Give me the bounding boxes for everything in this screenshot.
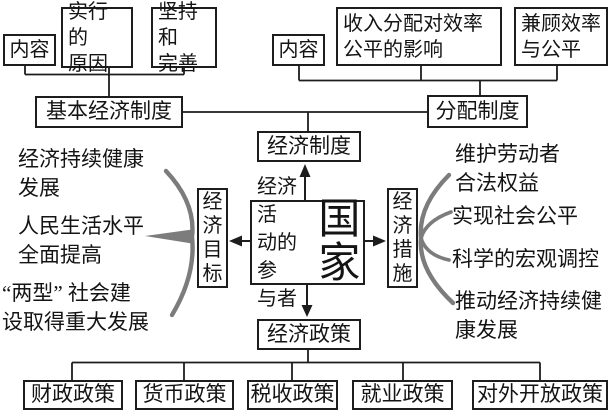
node-employment-policy: 就业政策 [352, 380, 453, 410]
node-monetary-policy: 货币政策 [135, 380, 234, 410]
measure-item: 维护劳动者 合法权益 [455, 142, 560, 195]
node-content-left: 内容 [3, 34, 56, 66]
economic-measures-label: 经济措施 [392, 190, 413, 286]
measure-item: 实现社会公平 [452, 204, 578, 228]
state-label: 国家 [318, 197, 361, 287]
node-distribution-system: 分配制度 [427, 95, 528, 128]
node-economic-policy: 经济政策 [257, 319, 361, 350]
measure-item: 推动经济持续健 康发展 [455, 289, 602, 342]
node-implementation-reason: 实行的 原因 [61, 1, 133, 75]
arrow-down-icon [301, 285, 313, 317]
goal-item: “两型” 社会建 设取得重大发展 [2, 281, 149, 334]
arrow-left-icon [229, 235, 250, 247]
node-economic-measures: 经济措施 [387, 188, 418, 288]
node-state: 经济活 动的参 与者 国家 [250, 176, 365, 310]
node-efficiency-fairness: 兼顾效率 与公平 [514, 7, 608, 66]
goal-item: 经济持续健康 发展 [18, 147, 144, 200]
node-economic-goals: 经济目标 [197, 188, 228, 288]
node-content-right: 内容 [272, 34, 325, 66]
measure-item: 科学的宏观调控 [452, 247, 599, 271]
node-opening-up-policy: 对外开放政策 [472, 380, 608, 410]
node-uphold-improve: 坚持和 完善 [151, 1, 217, 75]
arrow-right-icon [365, 235, 386, 247]
node-income-distribution-effect: 收入分配对效率 公平的影响 [336, 7, 502, 66]
node-tax-policy: 税收政策 [247, 380, 338, 410]
center-arrows [229, 164, 386, 317]
left-brace [145, 168, 195, 318]
goal-item: 人民生活水平 全面提高 [18, 214, 144, 267]
right-brace [418, 172, 456, 306]
node-economic-system: 经济制度 [257, 131, 361, 162]
tree-connectors [24, 66, 558, 380]
node-fiscal-policy: 财政政策 [23, 380, 123, 410]
node-basic-economic-system: 基本经济制度 [35, 96, 183, 128]
state-participant-label: 经济活 动的参 与者 [257, 175, 297, 310]
economic-goals-label: 经济目标 [202, 190, 223, 286]
arrow-up-icon [299, 164, 311, 200]
